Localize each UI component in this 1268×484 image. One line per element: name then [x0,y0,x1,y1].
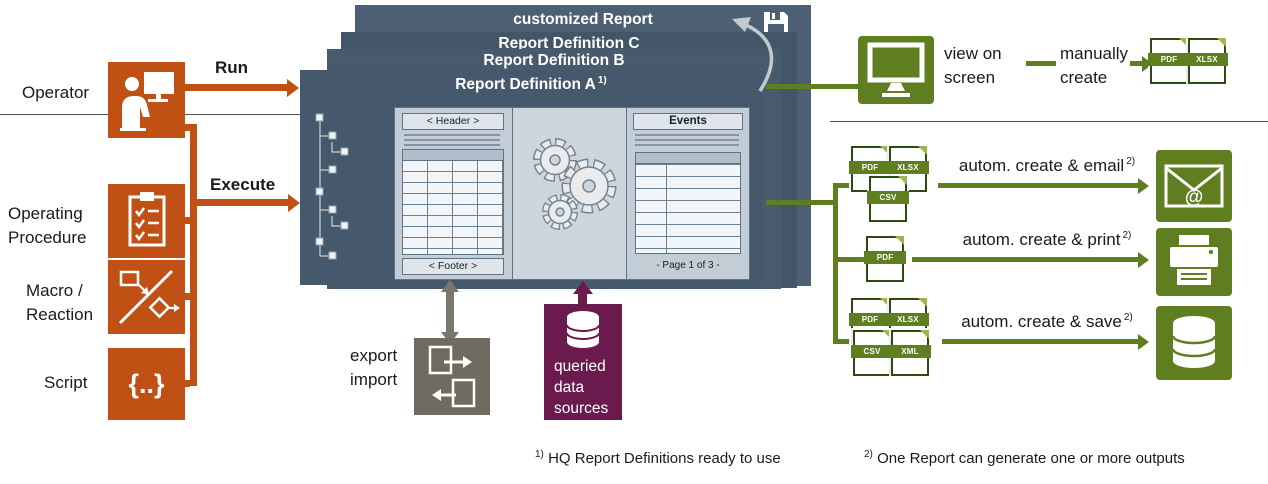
file-format-label: PDF [864,251,906,264]
manual-create-arrow [1130,61,1142,66]
printer-icon [1170,235,1218,285]
print-arrow [912,257,1138,262]
customize-curved-arrow [732,17,774,92]
operating-procedure-box [108,184,185,258]
svg-text:@: @ [1185,187,1204,208]
script-braces-icon: {..} [128,368,165,399]
footnote-2: 2) One Report can generate one or more o… [864,449,1185,468]
operator-stub [185,124,190,131]
footer-placeholder: < Footer > [402,258,504,275]
operator-label: Operator [22,83,90,102]
operator-icon [120,72,174,131]
operator-box [108,62,185,138]
macro-reaction-box [108,260,185,334]
save-arrow [942,339,1138,344]
actor-bus-line [190,124,197,386]
processing-panel [512,107,628,280]
events-header: Events [633,113,743,130]
export-import-icon [428,345,476,408]
stack-to-outputs-line [766,200,833,205]
monitor-box [858,36,934,104]
file-format-label: XLSX [887,161,929,174]
header-placeholder: < Header > [402,113,504,130]
file-format-label: XML [889,345,931,358]
file-format-label: PDF [1148,53,1190,66]
file-format-label: XLSX [887,313,929,326]
email-envelope-icon: @ [1164,164,1224,208]
card-customized-title: customized Report [513,11,653,28]
script-box: {..} [108,348,185,420]
operating-procedure-label: Operating Procedure [8,204,87,247]
script-stub [185,380,190,387]
save-floppy-icon [764,12,788,33]
events-table [635,152,741,254]
database-icon [1171,316,1217,368]
view-on-screen-label: view on screen [944,44,1002,87]
file-icon-csv: CSV [867,176,909,222]
card-a-title-sup: 1) [597,76,607,86]
macro-stub [185,293,190,300]
report-table [402,149,504,255]
view-to-manual-line [1026,61,1056,66]
macro-reaction-label: Macro / Reaction [26,281,94,324]
events-table-header-row [636,153,740,164]
manually-create-label: manually create [1060,44,1129,87]
print-stub [838,257,866,262]
checklist-icon [128,192,166,247]
email-stub [838,183,853,188]
procedure-stub [185,217,190,224]
file-format-label: XLSX [1186,53,1228,66]
save-stub [838,339,853,344]
printer-box [1156,228,1232,296]
file-icon-xlsx: XLSX [1186,38,1228,84]
script-label: Script [44,373,88,392]
export-import-box [414,338,490,415]
file-format-label: CSV [851,345,893,358]
gears-icon [533,138,617,230]
stack-to-monitor-line [766,84,858,89]
database-small-icon [566,311,600,348]
footnote-1: 1) HQ Report Definitions ready to use [535,449,781,468]
export-import-arrow [446,292,454,332]
events-panel: Events - Page 1 of 3 - [626,107,750,280]
report-table-header-row [403,150,503,161]
small-text-lines [404,134,500,146]
execute-arrow [197,199,288,206]
execute-label: Execute [210,175,276,194]
report-layout-panel: < Header > < Footer > [394,107,514,280]
right-divider-line [830,121,1268,122]
file-icon-xml: XML [889,330,931,376]
run-arrow [185,84,287,91]
card-c-title: Report Definition C [498,35,640,49]
page-indicator: - Page 1 of 3 - [656,260,720,271]
small-text-lines [635,134,739,148]
email-arrow [938,183,1138,188]
file-icon-pdf: PDF [864,236,906,282]
macro-flow-icon [118,269,180,325]
file-format-label: PDF [849,161,891,174]
export-import-label: export import [350,346,398,389]
file-format-label: CSV [867,191,909,204]
outputs-bus-line [833,183,838,344]
file-format-label: PDF [849,313,891,326]
report-tree-icon [315,113,349,260]
file-icon-csv: CSV [851,330,893,376]
queried-data-label: queried data sources [554,358,609,417]
queried-data-box: queried data sources [544,304,622,420]
monitor-icon [867,42,925,97]
database-box [1156,306,1232,380]
email-box: @ [1156,150,1232,222]
card-b-title: Report Definition B [483,52,625,69]
run-label: Run [215,58,249,77]
file-icon-pdf: PDF [1148,38,1190,84]
